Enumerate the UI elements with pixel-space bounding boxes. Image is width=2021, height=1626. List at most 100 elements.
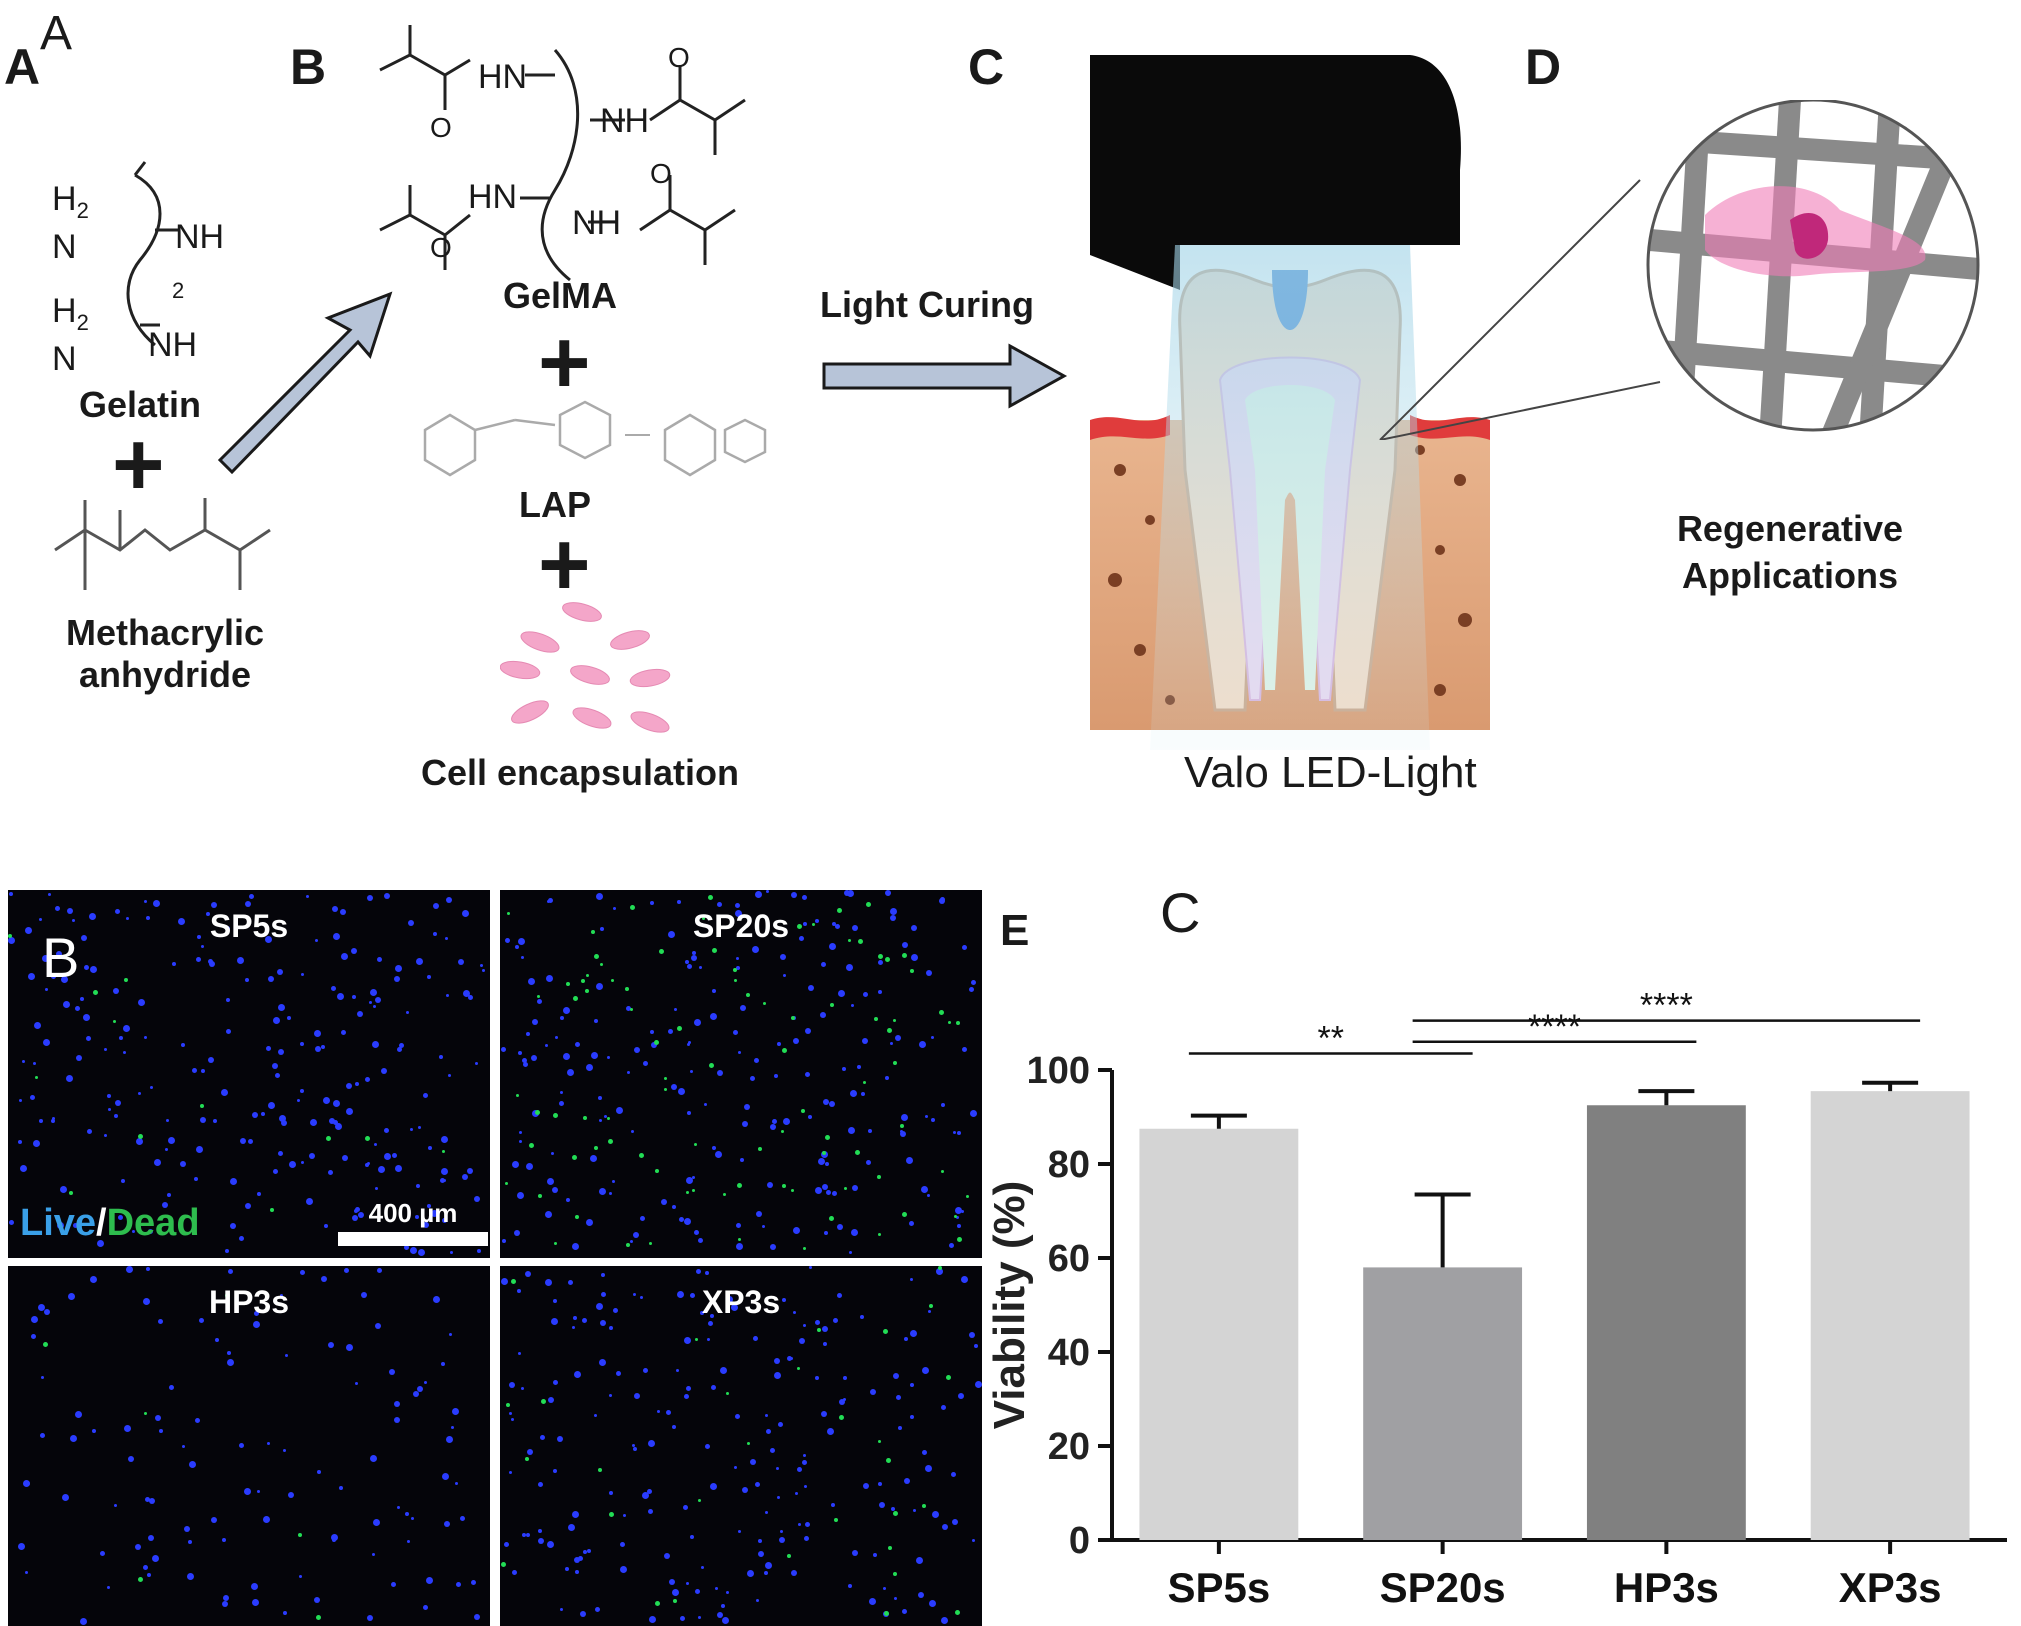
cell-dot: [738, 1238, 741, 1241]
cell-dot: [868, 1129, 872, 1133]
cell-dot: [67, 908, 73, 914]
cell-dot: [25, 927, 32, 934]
cell-dot: [910, 969, 914, 973]
cell-dot: [197, 935, 201, 939]
cell-dot: [802, 1460, 807, 1465]
cell-dot: [355, 1082, 359, 1086]
cell-dot: [517, 1289, 521, 1293]
cell-dot: [374, 1143, 377, 1146]
cell-dot: [9, 892, 13, 896]
cell-dot: [199, 1318, 204, 1323]
cell-dot: [138, 999, 145, 1006]
cell-dot: [433, 1296, 440, 1303]
cell-dot: [898, 1426, 902, 1430]
cell-dot: [972, 1539, 975, 1542]
cell-dot: [640, 1216, 645, 1221]
cell-dot: [519, 1140, 522, 1143]
cell-dot: [239, 1443, 244, 1448]
cell-dot: [698, 1499, 701, 1502]
cell-dot: [566, 1198, 570, 1202]
cell-dot: [68, 1293, 75, 1300]
cell-dot: [287, 1016, 291, 1020]
cell-dot: [863, 992, 868, 997]
cell-dot: [505, 938, 510, 943]
cell-dot: [370, 1455, 377, 1462]
cell-dot: [586, 1219, 593, 1226]
cell-dot: [692, 951, 696, 955]
cell-dot: [192, 1068, 197, 1073]
cell-dot: [213, 1119, 217, 1123]
cell-dot: [710, 1314, 714, 1318]
cell-dot: [776, 1467, 779, 1470]
cell-dot: [273, 1017, 280, 1024]
cell-dot: [770, 1244, 776, 1250]
cell-dot: [793, 1227, 800, 1234]
cell-dot: [664, 1088, 667, 1091]
cell-dot: [215, 1338, 219, 1342]
cell-dot: [735, 903, 740, 908]
cell-dot: [893, 1511, 898, 1516]
cell-dot: [482, 969, 485, 972]
cell-dot: [717, 902, 722, 907]
cell-dot: [222, 1538, 226, 1542]
cell-dot: [553, 1380, 558, 1385]
cell-dot: [306, 895, 309, 898]
cell-dot: [463, 990, 470, 997]
panel-a-letter: A: [4, 39, 41, 95]
y-tick-label: 0: [1069, 1520, 1090, 1562]
cell-dot: [442, 1473, 449, 1480]
cell-dot: [594, 954, 599, 959]
cell-dot: [822, 1184, 828, 1190]
cell-dot: [283, 1611, 287, 1615]
cell-dot: [594, 1414, 597, 1417]
cell-dot: [791, 1189, 794, 1192]
cell-dot: [283, 1449, 286, 1452]
cell-dot: [162, 1202, 168, 1208]
cell-dot: [787, 1554, 791, 1558]
significance-label: ****: [1640, 987, 1693, 1025]
cell-dot: [672, 1589, 679, 1596]
cell-dot: [677, 1291, 684, 1298]
cell-dot: [913, 1509, 916, 1512]
cell-dot: [285, 1354, 288, 1357]
chem-nh-1: NH: [600, 102, 650, 140]
cell-dot: [803, 922, 807, 926]
cell-dot: [277, 969, 283, 975]
cell-dot: [451, 1426, 454, 1429]
cell-dot: [755, 1482, 760, 1487]
cell-dot: [790, 1357, 793, 1360]
cell-dot: [450, 1251, 453, 1254]
cell-dot: [321, 1045, 325, 1049]
cell-dot: [925, 1465, 932, 1472]
cell-dot: [329, 1118, 335, 1124]
cell-dot: [902, 1212, 907, 1217]
cell-dot: [332, 1538, 336, 1542]
cell-dot: [894, 1597, 897, 1600]
cell-dot: [333, 1120, 338, 1125]
cell-dot: [766, 1429, 771, 1434]
cell-dot: [375, 1323, 381, 1329]
microscopy-tile-hp3s: HP3s: [8, 1266, 490, 1626]
cell-dot: [793, 1311, 796, 1314]
cell-dot: [107, 1586, 110, 1589]
cell-dot: [893, 1019, 896, 1022]
cell-dot: [911, 954, 918, 961]
cell-dot: [736, 1223, 741, 1228]
cell-dot: [740, 1005, 746, 1011]
cell-dot: [742, 1487, 748, 1493]
cell-dot: [712, 989, 716, 993]
cell-dot: [410, 1247, 417, 1254]
cell-encapsulation-label: Cell encapsulation: [420, 752, 740, 793]
cell-dot: [832, 1191, 837, 1196]
cell-dot: [756, 1599, 759, 1602]
cell-dot: [518, 1352, 521, 1355]
cell-dot: [442, 1218, 447, 1223]
cell-dot: [951, 1472, 956, 1477]
cell-dot: [55, 906, 60, 911]
cell-dot: [408, 920, 414, 926]
cell-dot: [756, 1211, 762, 1217]
cell-dot: [521, 956, 524, 959]
cell-dot: [975, 1381, 982, 1388]
cell-dot: [777, 1496, 780, 1499]
microscopy-tile-xp3s: XP3s: [500, 1266, 982, 1626]
